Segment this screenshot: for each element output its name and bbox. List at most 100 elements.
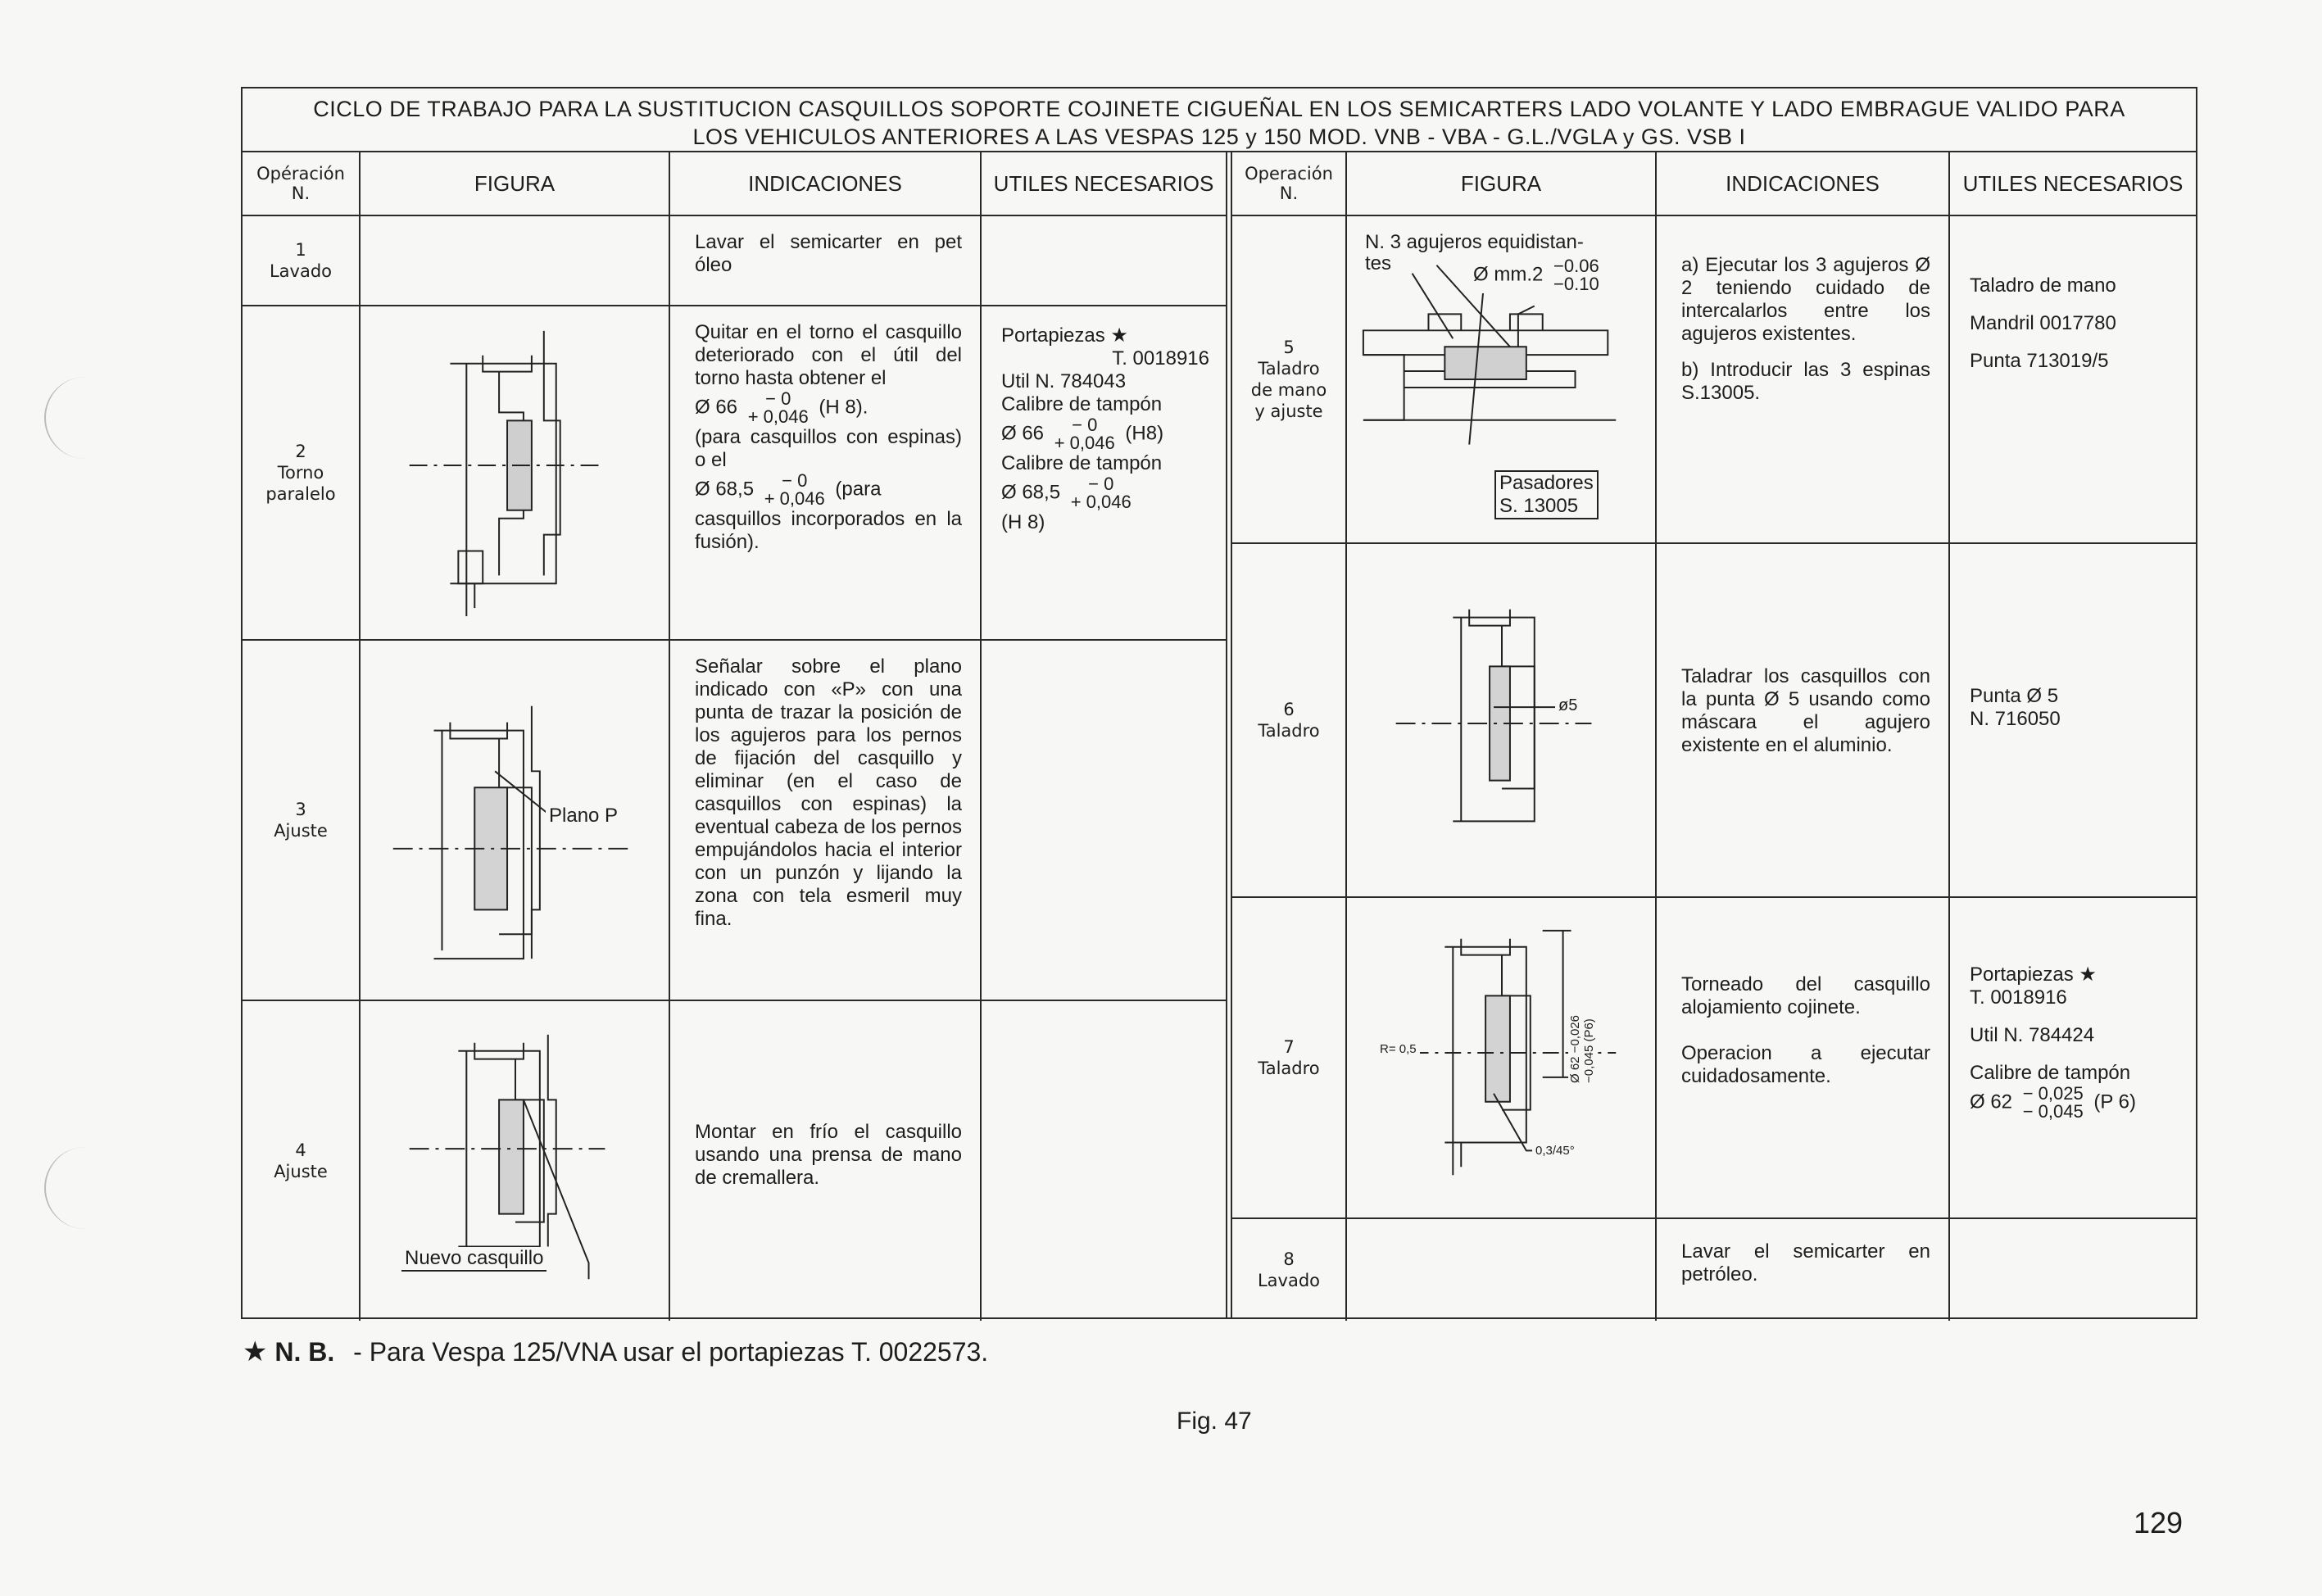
bore-diameter-label: Ø 62 −0,026 −0,045 (P6) xyxy=(1568,1000,1596,1086)
tolerance-upper: − 0 xyxy=(782,470,808,491)
tool-line: Calibre de tampón xyxy=(1001,452,1163,474)
table-row: 4 Ajuste Nuevo casquillo xyxy=(243,1001,1226,1321)
tolerance-upper: − 0 xyxy=(1072,415,1098,435)
indication-text-c: casquillos incorporados en la fusión). xyxy=(695,508,962,553)
work-cycle-table: CICLO DE TRABAJO PARA LA SUSTITUCION CAS… xyxy=(241,87,2197,1321)
indication-text-b: (para casquillos con espinas) o el xyxy=(695,426,962,471)
pins-label-line2: S. 13005 xyxy=(1499,495,1579,517)
indication-text: Lavar el semicarter en petróleo. xyxy=(1657,1219,1950,1321)
indication-text: Montar en frío el casquillo usando una p… xyxy=(670,1001,982,1321)
tolerance-lower: + 0,046 xyxy=(1054,433,1115,453)
header-utiles: UTILES NECESARIOS xyxy=(982,152,1226,216)
page-number: 129 xyxy=(2134,1506,2184,1539)
header-indicaciones-right: INDICACIONES xyxy=(1657,152,1950,216)
op-cell: 6 Taladro xyxy=(1232,544,1347,896)
op-number: 2 xyxy=(295,442,306,461)
op-name: Taladro xyxy=(1258,721,1320,741)
pin-holes-drawing: N. 3 agujeros equidistan- tes Ø mm.2 −0.… xyxy=(1347,216,1655,542)
op-number: 8 xyxy=(1283,1249,1295,1269)
turning-bushing-drawing: R= 0,5 Ø 62 −0,026 −0,045 (P6) 0,3/45° xyxy=(1347,898,1655,1217)
pins-label-line1: Pasadores xyxy=(1499,472,1594,494)
tolerance-lower: − 0,045 xyxy=(2022,1101,2084,1122)
op-number: 6 xyxy=(1283,700,1295,719)
figure-cell xyxy=(1347,1219,1657,1321)
op-number: 5 xyxy=(1283,338,1295,357)
figure-cell xyxy=(361,306,670,639)
header-op-line2: N. xyxy=(1279,184,1299,203)
plane-p-drawing: Plano P xyxy=(361,641,669,1000)
tolerance-upper: − 0,025 xyxy=(2022,1083,2084,1104)
holes-note: N. 3 agujeros equidistan- xyxy=(1362,231,1587,254)
paren-text: (para xyxy=(835,478,882,501)
tool-line: Util N. 784043 xyxy=(1001,370,1127,392)
diameter-value: Ø 68,5 xyxy=(1001,481,1061,504)
figure-cell: N. 3 agujeros equidistan- tes Ø mm.2 −0.… xyxy=(1347,216,1657,542)
indication-text: Señalar sobre el plano indicado con «P» … xyxy=(670,641,982,1000)
right-half: Operación N. FIGURA INDICACIONES UTILES … xyxy=(1231,152,2196,1321)
table-row: 1 Lavado Lavar el semicarter en pet óleo xyxy=(243,216,1226,306)
title-line-1: CICLO DE TRABAJO PARA LA SUSTITUCION CAS… xyxy=(313,97,2125,121)
tolerance: − 0+ 0,046 xyxy=(748,390,809,426)
indication-text-a: Torneado del casquillo alojamiento cojin… xyxy=(1681,973,1930,1018)
tool-line: Mandril 0017780 xyxy=(1970,312,2116,334)
tools-cell xyxy=(982,641,1226,1000)
op-name-line3: y ajuste xyxy=(1254,401,1323,421)
op-name-line1: Taladro xyxy=(1258,359,1320,379)
header-figura: FIGURA xyxy=(361,152,670,216)
tools-cell xyxy=(982,216,1226,305)
op-name: Ajuste xyxy=(274,1162,328,1181)
tolerance: − 0+ 0,046 xyxy=(764,472,825,508)
footnote: ★ N. B. - Para Vespa 125/VNA usar el por… xyxy=(243,1335,988,1368)
holes-note-2: tes xyxy=(1362,252,1395,275)
indication-text-b: Operacion a ejecutar cuidadosamente. xyxy=(1681,1042,1930,1087)
figure-cell: Nuevo casquillo xyxy=(361,1001,670,1321)
tool-gauge-62: Ø 62 − 0,025− 0,045 (P 6) xyxy=(1970,1085,2179,1121)
tolerance: − 0+ 0,046 xyxy=(1054,416,1115,452)
tool-line: Calibre de tampón xyxy=(1970,1062,2131,1084)
tolerance: −0.06−0.10 xyxy=(1553,257,1599,293)
tolerance-lower: + 0,046 xyxy=(747,406,809,427)
header-indicaciones: INDICACIONES xyxy=(670,152,982,216)
figure-cell: ø5 xyxy=(1347,544,1657,896)
header-op-line2: N. xyxy=(291,184,311,203)
hole-diameter-spec: Ø mm.2 −0.06−0.10 xyxy=(1470,257,1608,293)
diameter-value: Ø mm.2 xyxy=(1473,263,1544,286)
tool-gauge-66: Ø 66 − 0+ 0,046 (H8) xyxy=(1001,416,1209,452)
figure-caption: Fig. 47 xyxy=(1177,1408,1252,1435)
tool-line: Calibre de tampón xyxy=(1001,393,1163,415)
op-cell: 4 Ajuste xyxy=(243,1001,361,1321)
tool-line: Portapiezas ★ xyxy=(1001,324,1128,347)
op-name: Taladro xyxy=(1258,1059,1320,1078)
op-cell: 7 Taladro xyxy=(1232,898,1347,1217)
drill-diameter-label: ø5 xyxy=(1555,696,1581,715)
op-cell: 1 Lavado xyxy=(243,216,361,305)
indication-text-a: a) Ejecutar los 3 agujeros Ø 2 teniendo … xyxy=(1681,254,1930,345)
op-cell: 8 Lavado xyxy=(1232,1219,1347,1321)
tools-cell: Taladro de mano Mandril 0017780 Punta 71… xyxy=(1950,216,2196,542)
indication-cell: Quitar en el torno el casquillo deterior… xyxy=(670,306,982,639)
diameter-68-spec: Ø 68,5 − 0+ 0,046 (para xyxy=(695,472,962,508)
op-number: 7 xyxy=(1283,1037,1295,1057)
indication-text: Taladrar los casquillos con la punta Ø 5… xyxy=(1657,544,1950,896)
tolerance-lower: −0.10 xyxy=(1553,274,1599,294)
indication-text-a: Quitar en el torno el casquillo deterior… xyxy=(695,321,962,389)
new-bushing-label: Nuevo casquillo xyxy=(401,1247,547,1272)
op-name: Lavado xyxy=(1257,1271,1321,1290)
plane-p-label: Plano P xyxy=(546,805,622,827)
figure-cell: Plano P xyxy=(361,641,670,1000)
left-half: Opéración N. FIGURA INDICACIONES UTILES … xyxy=(243,152,1227,1321)
tool-line: Portapiezas ★ xyxy=(1970,963,2097,986)
diameter-66-spec: Ø 66 − 0+ 0,046 (H 8). xyxy=(695,390,962,426)
tolerance: − 0,025− 0,045 xyxy=(2023,1085,2084,1121)
note-label: N. B. xyxy=(274,1337,335,1367)
tolerance-lower: + 0,046 xyxy=(764,488,825,509)
tolerance: − 0+ 0,046 xyxy=(1071,475,1132,511)
tool-line: T. 0018916 xyxy=(1970,986,2067,1009)
diameter-value: Ø 66 xyxy=(1001,422,1045,445)
header-utiles-right: UTILES NECESARIOS xyxy=(1950,152,2196,216)
diameter-value: Ø 66 xyxy=(695,396,738,419)
op-number: 4 xyxy=(295,1140,306,1160)
title-line-2: LOS VEHICULOS ANTERIORES A LAS VESPAS 12… xyxy=(692,125,1746,149)
table-row: 3 Ajuste Plano P Señalar xyxy=(243,641,1226,1001)
indication-text-b: b) Introducir las 3 espinas S.13005. xyxy=(1681,359,1930,404)
